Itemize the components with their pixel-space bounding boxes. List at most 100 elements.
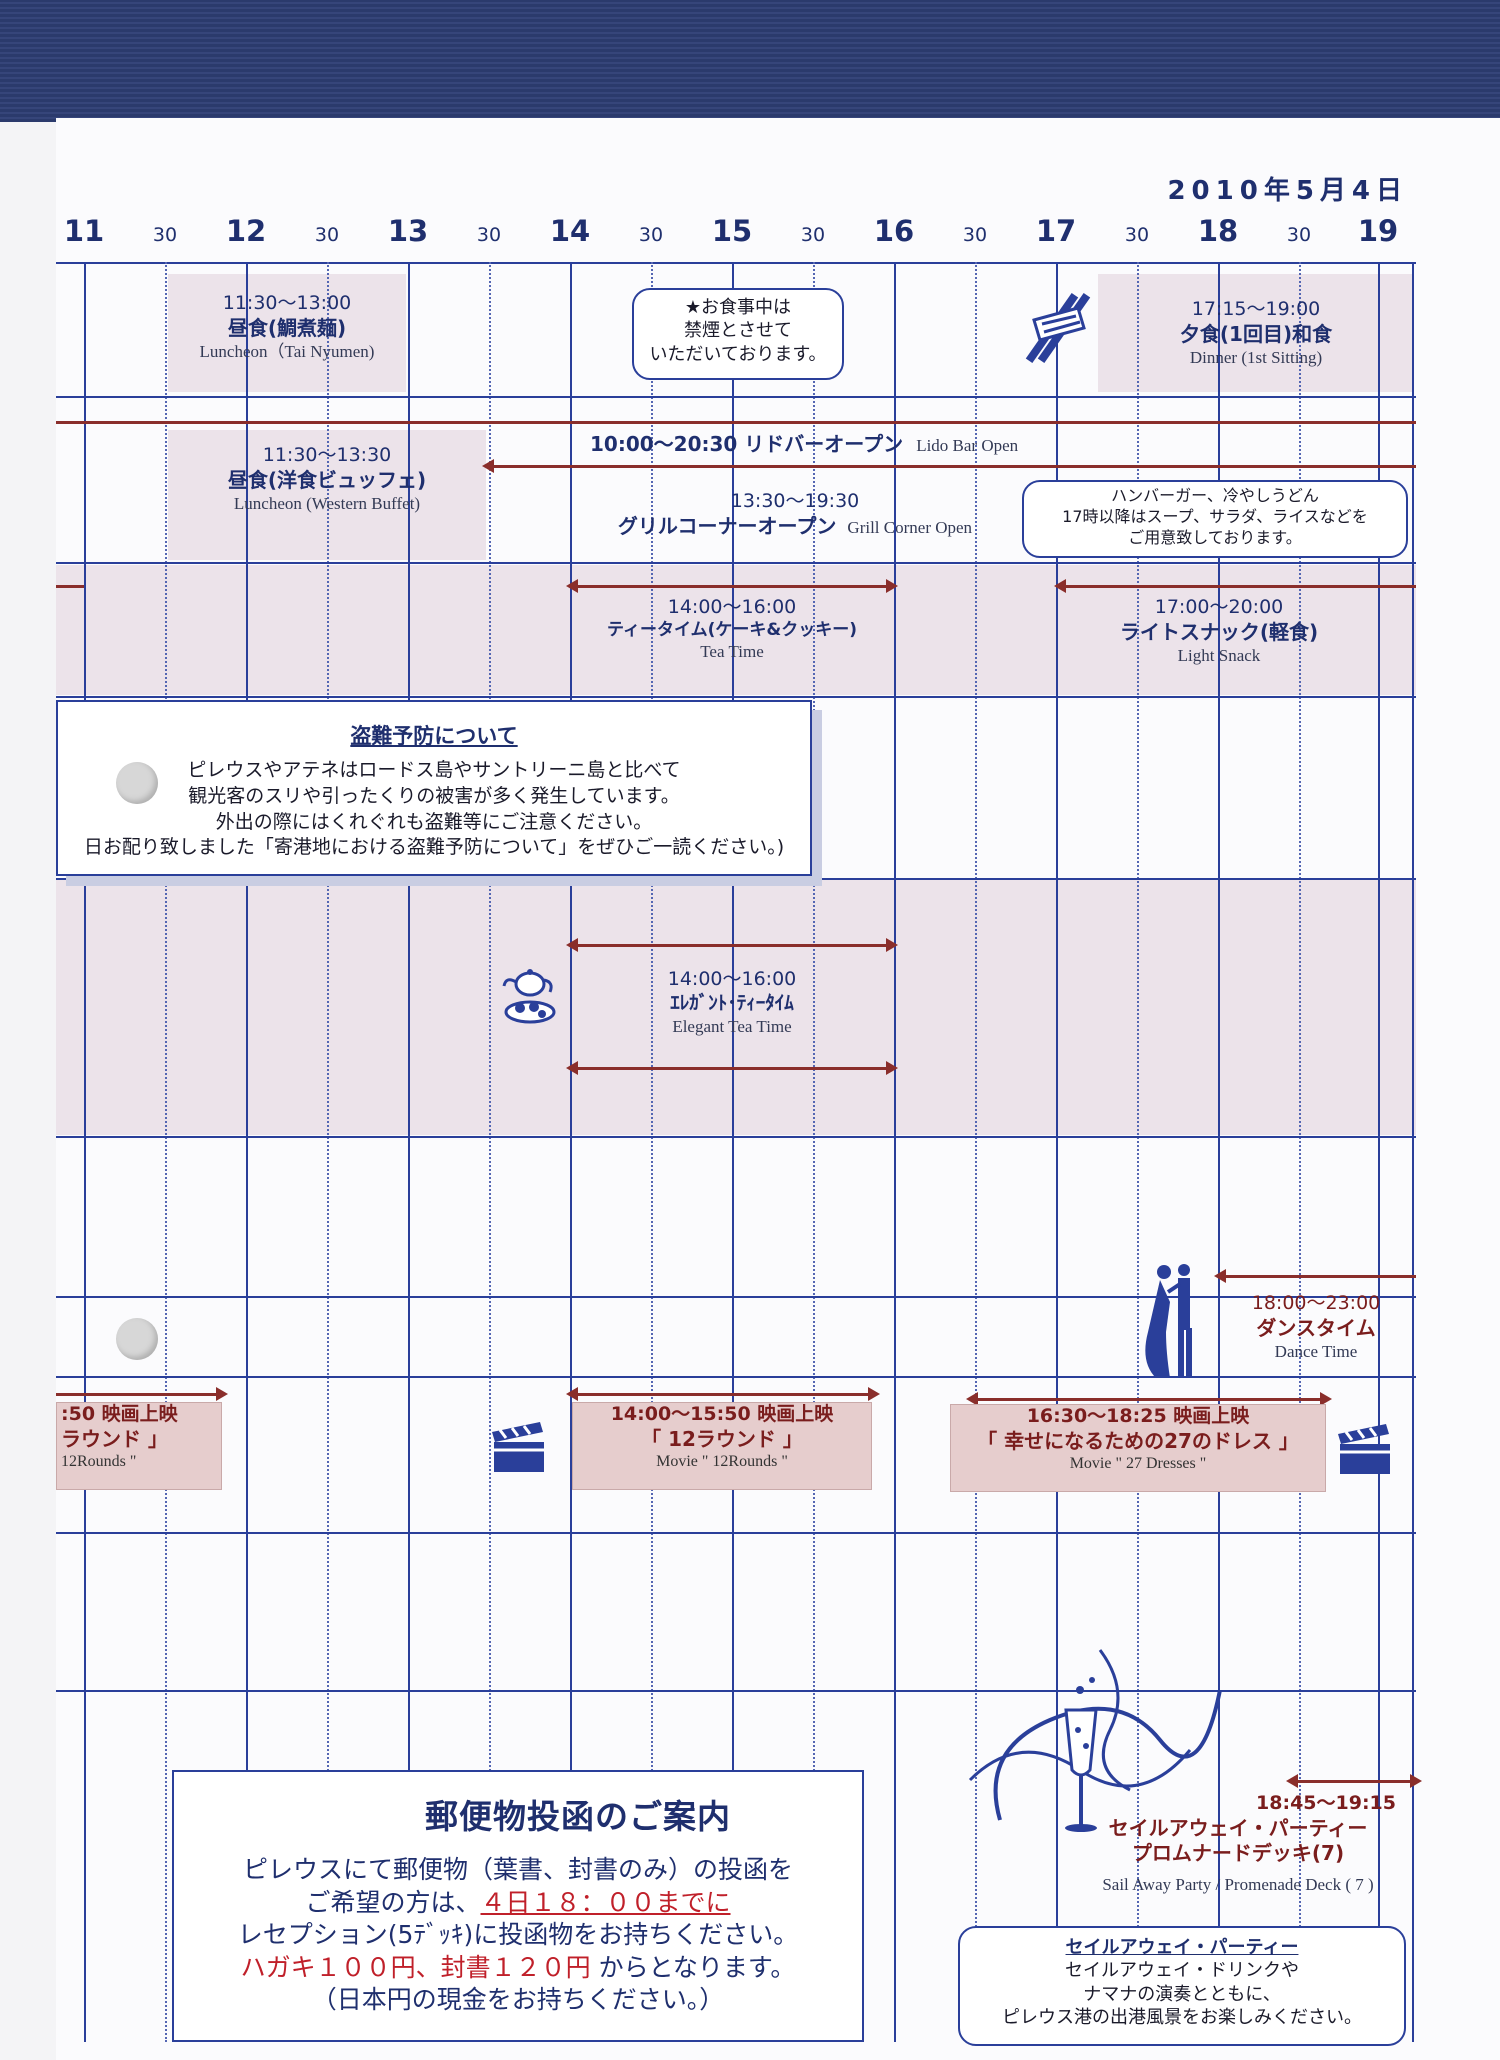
notice-line-deadline: ご希望の方は、４日１８：００までに bbox=[174, 1887, 862, 1920]
shaded-cell-luncheon bbox=[168, 274, 406, 392]
lido-bar-span-arrow bbox=[56, 421, 1416, 424]
chopsticks-icon bbox=[1025, 292, 1091, 364]
event-light-snack: 17:00〜20:00 ライトスナック(軽食) Light Snack bbox=[1064, 596, 1374, 666]
movie-left-span-arrow bbox=[56, 1387, 228, 1401]
hour-label-16: 16 bbox=[873, 214, 915, 248]
event-sail-away-party: 18:45〜19:15 セイルアウェイ・パーティー プロムナードデッキ(7) S… bbox=[1060, 1792, 1416, 1895]
notice-line-price: ハガキ１００円、封書１２０円 からとなります。 bbox=[174, 1952, 862, 1985]
event-title-row: グリルコーナーオープン Grill Corner Open bbox=[590, 514, 1000, 539]
event-title-jp: 10:00〜20:30 リドバーオープン bbox=[590, 432, 904, 456]
theft-prevention-notice: 盗難予防について ピレウスやアテネはロードス島やサントリーニ島と比べて 観光客の… bbox=[56, 700, 812, 876]
grid-line bbox=[894, 262, 896, 2042]
hour-label-17: 17 bbox=[1035, 214, 1077, 248]
price-text: ハガキ１００円、封書１２０円 bbox=[240, 1952, 591, 1982]
no-smoking-notice: ★お食事中は 禁煙とさせて いただいております。 bbox=[632, 288, 844, 380]
event-time: :50 映画上映 bbox=[61, 1403, 178, 1425]
hour-label-19: 19 bbox=[1357, 214, 1399, 248]
notice-line: ピレウス港の出港風景をお楽しみください。 bbox=[1002, 2007, 1362, 2029]
half-hour-label: 30 bbox=[800, 224, 826, 246]
sail-away-description: セイルアウェイ・パーティー セイルアウェイ・ドリンクや ナマナの演奏とともに、 … bbox=[958, 1926, 1406, 2046]
notice-title: 郵便物投函のご案内 bbox=[425, 1797, 731, 1836]
notice-line: ピレウスやアテネはロードス島やサントリーニ島と比べて bbox=[187, 759, 681, 782]
event-luncheon-tai: 11:30〜13:00 昼食(鯛煮麺) Luncheon（Tai Nyumen) bbox=[168, 292, 406, 362]
event-dinner: 17:15〜19:00 夕食(1回目)和食 Dinner (1st Sittin… bbox=[1100, 298, 1412, 368]
notice-line: 外出の際にはくれぐれも盗難等にご注意ください。 bbox=[215, 810, 653, 833]
grid-line bbox=[1056, 262, 1058, 2042]
event-title-en: 12Rounds " bbox=[61, 1452, 137, 1470]
event-title-jp: ダンスタイム bbox=[1256, 1315, 1376, 1340]
notice-line: （日本円の現金をお持ちください。） bbox=[311, 1985, 725, 2014]
notice-text: ご希望の方は、 bbox=[305, 1887, 481, 1917]
dancers-icon bbox=[1145, 1264, 1192, 1378]
champagne-icon bbox=[968, 1649, 1222, 1832]
event-title-en: Luncheon (Western Buffet) bbox=[233, 493, 421, 513]
notice-line: ハンバーガー、冷やしうどん bbox=[1111, 486, 1319, 505]
notice-line: ナマナの演奏とともに、 bbox=[1083, 1983, 1281, 2005]
event-subtitle-jp: プロムナードデッキ(7) bbox=[1131, 1840, 1345, 1865]
event-title-jp: 「 12ラウンド 」 bbox=[641, 1426, 803, 1451]
event-dance-time: 18:00〜23:00 ダンスタイム Dance Time bbox=[1226, 1292, 1406, 1362]
notice-line: ご用意致しております。 bbox=[1128, 527, 1302, 547]
event-lido-bar: 10:00〜20:30 リドバーオープン Lido Bar Open bbox=[590, 432, 1090, 457]
hour-label-12: 12 bbox=[225, 214, 267, 248]
event-grill-corner: 13:30〜19:30 グリルコーナーオープン Grill Corner Ope… bbox=[590, 490, 1000, 539]
notice-line: いただいております。 bbox=[649, 343, 827, 365]
event-movie-left: :50 映画上映 ラウンド 」 12Rounds " bbox=[56, 1402, 222, 1490]
event-title-jp: 「 幸せになるための27のドレス 」 bbox=[977, 1428, 1299, 1453]
event-time: 17:00〜20:00 bbox=[1154, 596, 1284, 618]
event-title-en: Tea Time bbox=[700, 642, 764, 661]
grid-line-half bbox=[327, 262, 329, 2042]
binder-hole bbox=[116, 1318, 158, 1360]
notice-text: からとなります。 bbox=[590, 1952, 796, 1982]
grid-line-half bbox=[1299, 262, 1301, 2042]
event-time: 17:15〜19:00 bbox=[1191, 298, 1321, 320]
grid-line bbox=[1378, 262, 1380, 2042]
row-separator bbox=[56, 1690, 1416, 1692]
tea-time-span-arrow bbox=[566, 579, 898, 593]
grid-line-half bbox=[489, 262, 491, 2042]
notice-line: ピレウスにて郵便物（葉書、封書のみ）の投函を bbox=[242, 1855, 793, 1884]
event-title-en: Dinner (1st Sitting) bbox=[1189, 347, 1323, 367]
row-separator bbox=[56, 1136, 1416, 1138]
movie-mid-span-arrow bbox=[566, 1387, 880, 1401]
event-title-en: Sail Away Party / Promenade Deck ( 7 ) bbox=[1102, 1874, 1374, 1894]
top-binding-band bbox=[0, 0, 1500, 122]
row-separator bbox=[56, 1532, 1416, 1534]
event-title-en: Movie " 27 Dresses " bbox=[1069, 1454, 1207, 1472]
notice-line: 禁煙とさせて bbox=[684, 320, 792, 342]
half-hour-label: 30 bbox=[1124, 224, 1150, 246]
row-separator bbox=[56, 1376, 1416, 1378]
event-title-en: Luncheon（Tai Nyumen) bbox=[199, 341, 375, 361]
snack-span-arrow-left bbox=[56, 585, 84, 588]
event-time: 11:30〜13:00 bbox=[222, 292, 352, 314]
half-hour-label: 30 bbox=[1286, 224, 1312, 246]
notice-title: 盗難予防について bbox=[350, 724, 518, 748]
notice-line: 日お配り致しました「寄港地における盗難予防について」をぜひご一読ください。) bbox=[83, 836, 785, 859]
half-hour-label: 30 bbox=[476, 224, 502, 246]
hour-label-18: 18 bbox=[1197, 214, 1239, 248]
event-movie-12rounds: 14:00〜15:50 映画上映 「 12ラウンド 」 Movie " 12Ro… bbox=[572, 1402, 872, 1490]
grid-line-half bbox=[165, 262, 167, 2042]
clapperboard-icon bbox=[1338, 1424, 1390, 1474]
event-time: 11:30〜13:30 bbox=[262, 444, 392, 466]
deadline-text: ４日１８：００までに bbox=[480, 1887, 731, 1917]
elegant-tea-span-arrow-bottom bbox=[566, 1061, 898, 1075]
event-time: 18:45〜19:15 bbox=[1256, 1792, 1396, 1814]
row-separator bbox=[56, 396, 1416, 398]
grid-line bbox=[1218, 262, 1220, 2042]
event-title-jp: 昼食(鯛煮麺) bbox=[227, 315, 347, 340]
grid-line bbox=[84, 262, 86, 2042]
mail-posting-notice: 郵便物投函のご案内 ピレウスにて郵便物（葉書、封書のみ）の投函を ご希望の方は、… bbox=[172, 1770, 864, 2042]
row-separator bbox=[56, 696, 1416, 698]
grid-line bbox=[732, 262, 734, 2042]
event-title-en: Light Snack bbox=[1177, 645, 1261, 665]
notice-line: 観光客のスリや引ったくりの被害が多く発生しています。 bbox=[188, 784, 680, 807]
grid-line-half bbox=[651, 262, 653, 2042]
event-time: 14:00〜16:00 bbox=[667, 596, 797, 618]
event-title-jp: グリルコーナーオープン bbox=[617, 513, 837, 538]
grid-line bbox=[570, 262, 572, 2042]
event-title-jp: ｴﾚｶﾞﾝﾄ･ﾃｨｰﾀｲﾑ bbox=[670, 991, 794, 1014]
event-title-en: Elegant Tea Time bbox=[672, 1016, 792, 1036]
hour-label-11: 11 bbox=[63, 214, 105, 248]
buffet-span-arrow bbox=[482, 459, 1416, 473]
